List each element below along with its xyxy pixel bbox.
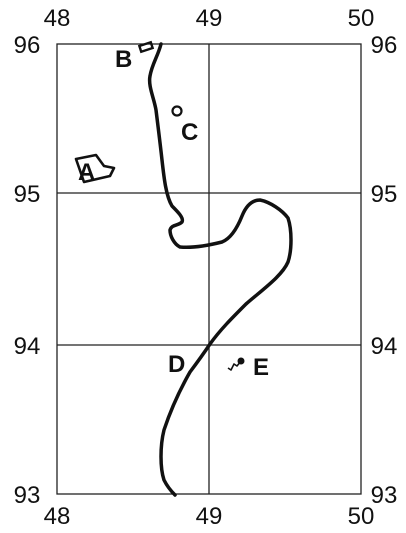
x-tick-top-50: 50 (348, 5, 375, 32)
x-tick-bottom-49: 49 (196, 503, 223, 530)
marker-c-label: C (181, 119, 198, 146)
x-tick-bottom-50: 50 (348, 503, 375, 530)
marker-e-symbol (227, 357, 245, 371)
marker-a-label: A (78, 159, 95, 186)
y-tick-left-95: 95 (14, 181, 41, 208)
marker-e-label: E (253, 354, 269, 381)
y-tick-right-94: 94 (371, 333, 398, 360)
main-curve (147, 42, 293, 497)
x-tick-top-48: 48 (44, 5, 71, 32)
y-tick-left-94: 94 (14, 333, 41, 360)
marker-b-rect (137, 40, 155, 54)
y-tick-right-93: 93 (371, 482, 398, 509)
x-tick-top-49: 49 (196, 5, 223, 32)
y-tick-left-96: 96 (14, 32, 41, 59)
marker-b-label: B (115, 46, 132, 73)
y-tick-right-95: 95 (371, 181, 398, 208)
x-tick-bottom-48: 48 (44, 503, 71, 530)
marker-c-circle (171, 105, 183, 117)
y-tick-left-93: 93 (14, 482, 41, 509)
y-tick-right-96: 96 (371, 32, 398, 59)
marker-a-outline (74, 153, 116, 184)
marker-d-label: D (168, 351, 185, 378)
map-grid (56, 43, 362, 495)
